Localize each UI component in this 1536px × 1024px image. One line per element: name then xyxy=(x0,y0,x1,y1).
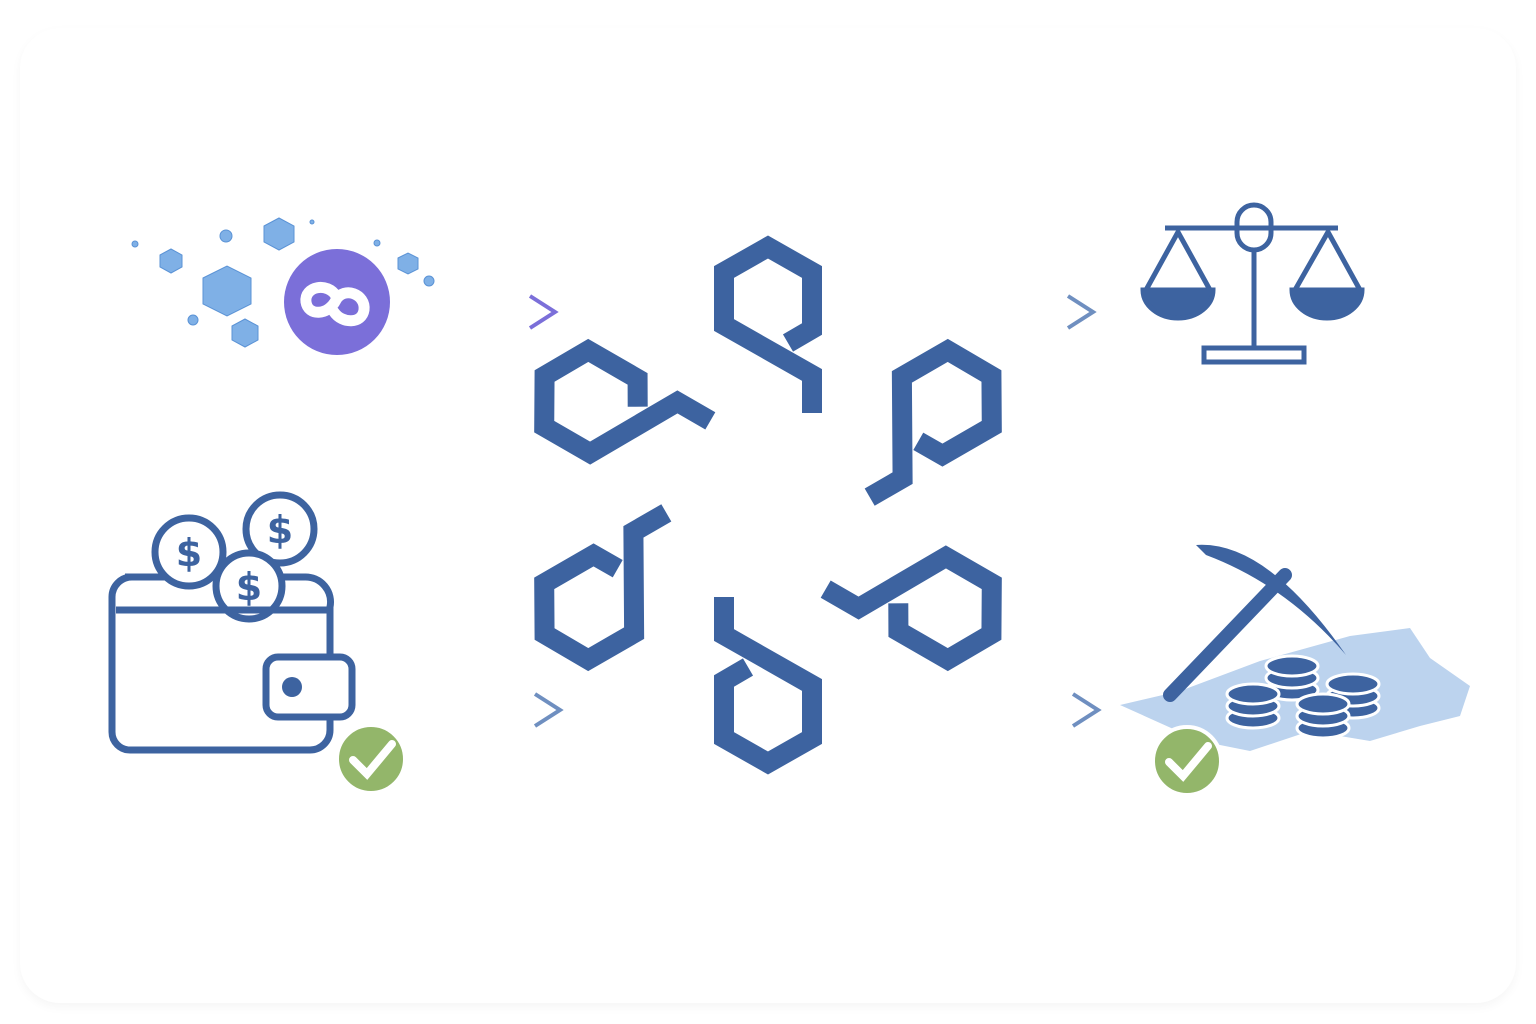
link-icon xyxy=(300,282,370,327)
check-badge-icon xyxy=(1151,725,1223,797)
hexagon-arm xyxy=(534,338,716,465)
coin xyxy=(212,549,286,623)
arrow-center-to-mining xyxy=(890,692,1102,728)
arrow-link-to-center xyxy=(400,294,559,330)
hexagon-arm xyxy=(864,338,1002,506)
coin xyxy=(242,491,318,567)
interlocking-hexagon-network-icon xyxy=(534,235,1002,775)
hexagon-arm xyxy=(534,504,672,672)
dollar-icon: $ xyxy=(267,508,293,552)
coin-stack xyxy=(1225,682,1281,730)
arrow-wallet-to-center xyxy=(365,692,564,728)
wallet-clasp xyxy=(262,653,356,721)
hexagon-arm xyxy=(820,545,1002,672)
coin xyxy=(151,514,227,590)
cubes-with-link-icon xyxy=(131,217,435,355)
wallet-with-coins-icon: $ $ $ xyxy=(108,491,356,754)
balance-scale-icon xyxy=(1140,202,1365,365)
hexagon-arm xyxy=(714,597,822,775)
coin-stack xyxy=(1295,692,1351,740)
arrow-center-to-scale xyxy=(930,294,1097,330)
dollar-icon: $ xyxy=(176,531,202,575)
hexagon-arm xyxy=(714,235,822,413)
dollar-icon: $ xyxy=(236,565,262,609)
check-badge-icon xyxy=(335,723,407,795)
pickaxe-with-coins-icon xyxy=(1120,544,1470,751)
